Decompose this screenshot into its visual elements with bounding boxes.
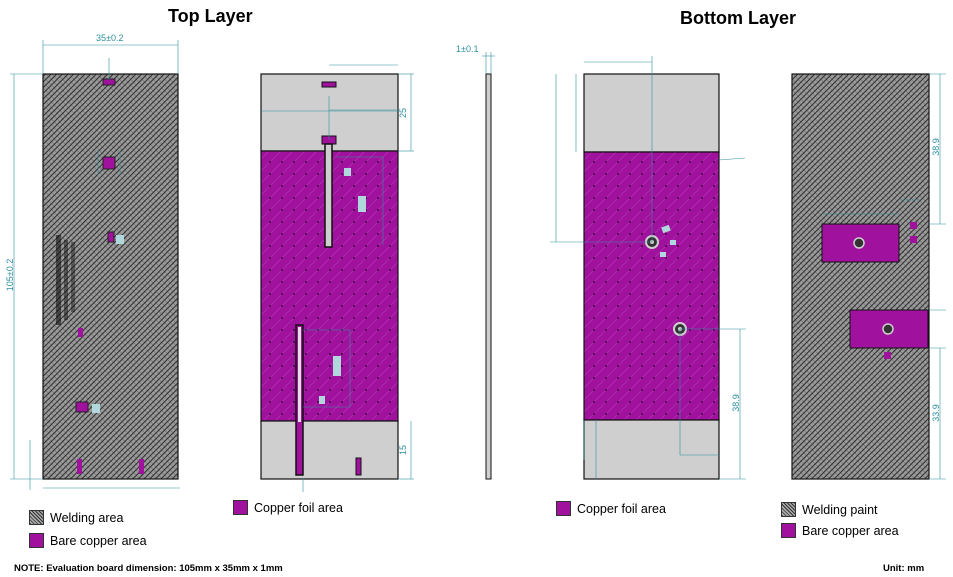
- legend-bottom-bare-copper-label: Bare copper area: [802, 523, 899, 538]
- unit-label: Unit: mm: [883, 563, 925, 574]
- bottom-welding-lower-dim: 33.9: [930, 404, 941, 422]
- magenta-swatch-icon: [556, 501, 571, 516]
- bottom-welding-dims: [822, 73, 946, 480]
- thickness-dimension-label: 1±0.1: [456, 44, 479, 54]
- bottom-copper-lower-dim: 38.9: [730, 394, 741, 412]
- legend-bare-copper-area-label: Bare copper area: [50, 533, 147, 548]
- legend-bottom-bare-copper: Bare copper area: [781, 523, 899, 538]
- bottom-welding-board: [791, 73, 930, 480]
- bottom-welding-upper-dim: 38.9: [930, 138, 941, 156]
- top-copper-board: [260, 73, 399, 480]
- legend-welding-area: Welding area: [29, 510, 123, 525]
- bottom-layer-title: Bottom Layer: [680, 8, 797, 28]
- legend-top-copper-foil-label: Copper foil area: [254, 500, 343, 515]
- magenta-swatch-icon: [781, 523, 796, 538]
- top-welding-dims: [10, 40, 180, 490]
- bottom-copper-board: [583, 73, 720, 480]
- legend-welding-area-label: Welding area: [50, 510, 124, 525]
- legend-welding-paint-label: Welding paint: [802, 502, 878, 517]
- legend-bare-copper-area: Bare copper area: [29, 533, 147, 548]
- legend-bottom-copper-foil-label: Copper foil area: [577, 501, 666, 516]
- hatch-swatch-icon: [29, 510, 44, 525]
- magenta-swatch-icon: [233, 500, 248, 515]
- height-dimension-label: 105±0.2: [5, 258, 16, 292]
- top-welding-board: [42, 73, 179, 480]
- magenta-swatch-icon: [29, 533, 44, 548]
- top-copper-dims: [261, 64, 414, 492]
- legend-top-copper-foil: Copper foil area: [233, 500, 343, 515]
- width-dimension-label: 35±0.2: [96, 33, 124, 43]
- bottom-copper-dims: [550, 56, 746, 480]
- top-layer-title: Top Layer: [168, 6, 253, 26]
- side-profile: [482, 52, 495, 480]
- board-dimension-note: NOTE: Evaluation board dimension: 105mm …: [14, 563, 283, 574]
- legend-bottom-copper-foil: Copper foil area: [556, 501, 666, 516]
- legend-welding-paint: Welding paint: [781, 502, 878, 517]
- hatch-swatch-icon: [781, 502, 796, 517]
- top-copper-upper-dim: 25: [398, 107, 409, 119]
- top-copper-lower-dim: 15: [398, 444, 409, 456]
